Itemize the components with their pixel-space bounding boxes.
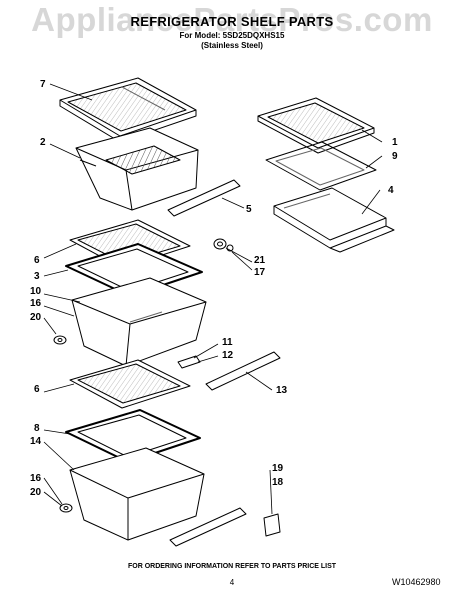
callout-10: 10 <box>30 286 42 297</box>
callout-9: 9 <box>392 151 398 162</box>
callout-20-upper: 20 <box>30 312 42 323</box>
callout-6-lower: 6 <box>34 384 40 395</box>
part-11-12-clip <box>177 355 201 369</box>
leader-lines <box>43 83 383 515</box>
callout-14: 14 <box>30 436 42 447</box>
part-7-top-shelf <box>59 77 197 143</box>
diagram-title: REFRIGERATOR SHELF PARTS <box>130 14 334 29</box>
callout-16-lower: 16 <box>30 473 42 484</box>
callout-7: 7 <box>40 79 46 90</box>
part-9-shelf-frame <box>265 141 377 191</box>
part-4-slide-out-shelf <box>273 187 395 253</box>
part-1-glass-shelf <box>257 97 375 154</box>
part-3-frame <box>65 243 203 297</box>
lower-rail <box>169 507 247 547</box>
callout-8: 8 <box>34 423 40 434</box>
part-2-crisper-drawer <box>75 127 199 211</box>
ordering-note: FOR ORDERING INFORMATION REFER TO PARTS … <box>127 563 337 570</box>
callout-12: 12 <box>222 350 234 361</box>
part-8-frame <box>65 409 201 463</box>
part-18-19-bracket <box>263 513 281 537</box>
part-14-pan-drawer <box>69 447 205 541</box>
callout-21: 21 <box>254 255 266 266</box>
part-10-pan-drawer <box>71 277 207 367</box>
part-13-rail <box>205 351 281 391</box>
callout-6-upper: 6 <box>34 255 40 266</box>
page-number: 4 <box>229 578 235 587</box>
model-line: For Model: 5SD25DQXHS15 <box>179 31 285 40</box>
part-5-rail <box>167 179 241 217</box>
part-16-20-fastener <box>53 335 67 345</box>
callout-5: 5 <box>246 204 252 215</box>
callout-4: 4 <box>388 185 394 196</box>
callout-18: 18 <box>272 477 284 488</box>
callout-2: 2 <box>40 137 46 148</box>
callout-11: 11 <box>222 337 233 348</box>
part-16-20-fastener-lower <box>59 503 73 513</box>
part-21-17-knob <box>213 238 234 252</box>
part-6-glass-lower <box>69 359 191 409</box>
callout-20-lower: 20 <box>30 487 42 498</box>
callout-17: 17 <box>254 267 266 278</box>
callout-16-upper: 16 <box>30 298 42 309</box>
callout-3: 3 <box>34 271 40 282</box>
callout-19: 19 <box>272 463 284 474</box>
watermark-text: AppliancePartsPros.com <box>31 1 433 38</box>
callout-1: 1 <box>392 137 398 148</box>
callout-13: 13 <box>276 385 288 396</box>
finish-line: (Stainless Steel) <box>201 41 263 50</box>
document-id: W10462980 <box>392 577 441 587</box>
